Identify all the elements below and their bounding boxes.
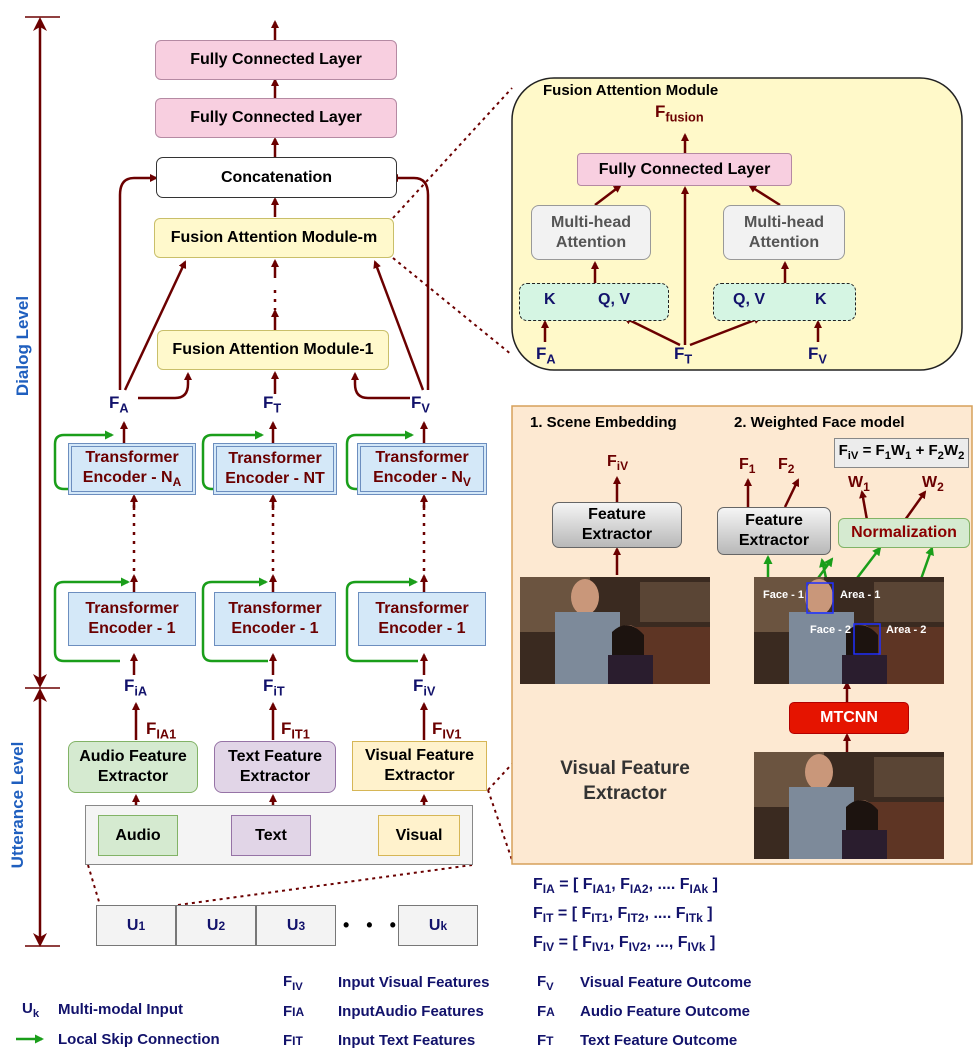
fia1-label: FIA1 [146, 719, 177, 742]
transformer-encoder-audio-1: Transformer Encoder - 1 [68, 592, 196, 646]
legend-fit-text: Input Text Features [338, 1032, 476, 1049]
legend-fiv-symbol: FIV [283, 973, 303, 993]
fam-right-input-group [713, 283, 856, 321]
fit-equation: FIT = [ FIT1, FIT2, .... FITk ] [533, 905, 713, 926]
text-input: Text [231, 815, 311, 856]
ft-label: FT [263, 393, 282, 416]
concatenation-block: Concatenation [156, 157, 397, 198]
fusion-attention-module-1: Fusion Attention Module-1 [157, 330, 389, 370]
legend-fia-text: InputAudio Features [338, 1003, 484, 1020]
fiv-equation: FiV = F1W1 + F2W2 [834, 438, 969, 468]
legend-skip-text: Local Skip Connection [58, 1031, 220, 1048]
mtcnn-block: MTCNN [789, 702, 909, 734]
fam-ft-label: FT [674, 344, 693, 367]
fit-label: FiT [263, 676, 285, 699]
area-1-label: Area - 1 [840, 589, 881, 601]
k-left-label: K [544, 291, 556, 308]
k-right-label: K [815, 291, 827, 308]
utterance-level-label: Utterance Level [8, 741, 27, 869]
transformer-encoder-text-1: Transformer Encoder - 1 [214, 592, 336, 646]
fam-fv-label: FV [808, 344, 827, 367]
multi-head-attention-right: Multi-head Attention [723, 205, 845, 260]
fia-equation: FIA = [ FIA1, FIA2, .... FIAk ] [533, 876, 718, 897]
legend-fit-symbol: FIT [283, 1032, 303, 1049]
fully-connected-layer-second: Fully Connected Layer [155, 98, 397, 138]
audio-input: Audio [98, 815, 178, 856]
fia-label: FiA [124, 676, 148, 699]
fam-left-input-group [519, 283, 669, 321]
text-feature-extractor: Text Feature Extractor [214, 741, 336, 793]
normalization-block: Normalization [838, 518, 970, 548]
weighted-face-model-title: 2. Weighted Face model [734, 414, 905, 431]
legend-uk-text: Multi-modal Input [58, 1001, 183, 1018]
legend-fa-symbol: FA [537, 1003, 555, 1020]
area-2-label: Area - 2 [886, 624, 927, 636]
visual-feature-extractor-caption: Visual Feature Extractor [560, 758, 690, 804]
fusion-attention-module-m: Fusion Attention Module-m [154, 218, 394, 258]
audio-feature-extractor: Audio Feature Extractor [68, 741, 198, 793]
legend-ft-symbol: FT [537, 1032, 554, 1049]
fiv1-label: FIV1 [432, 719, 462, 742]
transformer-encoder-visual-1: Transformer Encoder - 1 [358, 592, 486, 646]
fit1-label: FIT1 [281, 719, 310, 742]
transformer-encoder-audio-n: Transformer Encoder - NA [68, 443, 196, 495]
scene-fiv-label: FiV [607, 453, 629, 474]
fiv-equation-list: FIV = [ FIV1, FIV2, ..., FIVk ] [533, 934, 716, 955]
face-feature-extractor: Feature Extractor [717, 507, 831, 555]
legend-uk-symbol: Uk [22, 1000, 40, 1020]
fam-fully-connected-layer: Fully Connected Layer [577, 153, 792, 186]
legend-fv-symbol: FV [537, 973, 554, 993]
legend-fiv-text: Input Visual Features [338, 974, 490, 991]
transformer-encoder-text-n: Transformer Encoder - NT [213, 443, 337, 495]
legend-fia-symbol: FIA [283, 1003, 305, 1020]
f-fusion-label: Ffusion [655, 102, 704, 125]
utterance-ellipsis: • • • [343, 915, 402, 935]
w2-label: W2 [922, 474, 944, 495]
scene-image [520, 577, 710, 684]
face-2-label: Face - 2 [810, 624, 851, 636]
scene-embedding-title: 1. Scene Embedding [530, 414, 677, 431]
legend-fa-text: Audio Feature Outcome [580, 1003, 751, 1020]
f2-label: F2 [778, 456, 795, 477]
fam-panel-title: Fusion Attention Module [543, 82, 719, 99]
qv-right-label: Q, V [733, 291, 766, 308]
legend-ft-text: Text Feature Outcome [580, 1032, 738, 1049]
dialog-level-label: Dialog Level [13, 295, 32, 397]
visual-input: Visual [378, 815, 460, 856]
legend-fv-text: Visual Feature Outcome [580, 974, 752, 991]
input-frame-image [754, 752, 944, 859]
fa-label: FA [109, 393, 129, 416]
face-1-label: Face - 1 [763, 589, 804, 601]
multi-head-attention-left: Multi-head Attention [531, 205, 651, 260]
face-detection-image [754, 577, 944, 684]
fiv-label: FiV [413, 676, 436, 699]
fully-connected-layer-top: Fully Connected Layer [155, 40, 397, 80]
visual-feature-extractor: Visual Feature Extractor [352, 741, 487, 791]
fam-fa-label: FA [536, 344, 556, 367]
qv-left-label: Q, V [598, 291, 631, 308]
transformer-encoder-visual-n: Transformer Encoder - NV [357, 443, 487, 495]
f1-label: F1 [739, 456, 756, 477]
w1-label: W1 [848, 474, 870, 495]
scene-feature-extractor: Feature Extractor [552, 502, 682, 548]
fv-label: FV [411, 393, 430, 416]
